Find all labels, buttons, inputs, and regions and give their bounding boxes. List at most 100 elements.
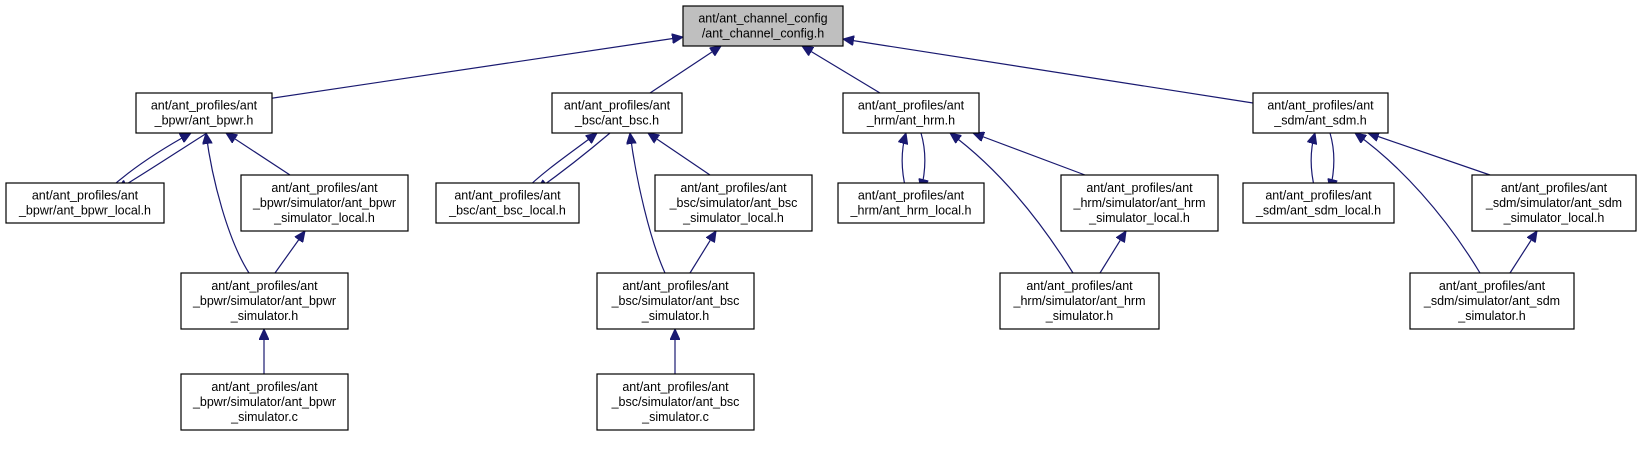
edge-hrm_sim_local-to-hrm	[973, 133, 1086, 176]
edge-sdm-to-root	[843, 39, 1254, 104]
node-label-line: ant/ant_profiles/ant	[858, 189, 965, 203]
node-label-line: _bsc/simulator/ant_bsc	[669, 196, 798, 210]
node-label-line: _hrm/ant_hrm_local.h	[850, 204, 972, 218]
node-bpwr-sim-h[interactable]: ant/ant_profiles/ant_bpwr/simulator/ant_…	[180, 272, 349, 330]
node-label-line: _bpwr/ant_bpwr_local.h	[18, 204, 151, 218]
node-label-line: ant/ant_profiles/ant	[1265, 189, 1372, 203]
node-label-line: _simulator_local.h	[1088, 211, 1190, 225]
edge-bpwr_sim_h-to-bpwr	[206, 133, 250, 274]
node-bsc-sim-local[interactable]: ant/ant_profiles/ant_bsc/simulator/ant_b…	[654, 174, 813, 232]
node-sdm-local[interactable]: ant/ant_profiles/ant_sdm/ant_sdm_local.h	[1242, 182, 1395, 224]
node-box	[1252, 92, 1389, 134]
node-box	[1242, 182, 1395, 224]
node-label-line: _bpwr/simulator/ant_bpwr	[252, 196, 396, 210]
edge-sdm-to-sdm_local	[1330, 132, 1334, 190]
edge-sdm_sim_h-to-sdm	[1355, 133, 1481, 274]
edge-bpwr_sim_h-to-bpwr_sim_local	[274, 231, 305, 274]
node-hrm-sim-local[interactable]: ant/ant_profiles/ant_hrm/simulator/ant_h…	[1060, 174, 1219, 232]
node-bpwr-sim-c[interactable]: ant/ant_profiles/ant_bpwr/simulator/ant_…	[180, 373, 349, 431]
edge-bpwr-to-bpwr_local	[117, 132, 208, 190]
node-label-line: _simulator.h	[230, 309, 298, 323]
node-label-line: ant/ant_profiles/ant	[622, 380, 729, 394]
node-box	[1060, 174, 1219, 232]
edge-bpwr_local-to-bpwr	[107, 133, 191, 191]
node-hrm-sim-h[interactable]: ant/ant_profiles/ant_hrm/simulator/ant_h…	[999, 272, 1160, 330]
node-box	[837, 182, 985, 224]
node-label-line: ant/ant_profiles/ant	[454, 189, 561, 203]
node-label-line: _hrm/ant_hrm.h	[866, 114, 955, 128]
node-box	[596, 373, 755, 431]
edge-sdm_local-to-sdm	[1311, 133, 1315, 191]
node-label-line: ant/ant_profiles/ant	[858, 99, 965, 113]
node-bpwr-local[interactable]: ant/ant_profiles/ant_bpwr/ant_bpwr_local…	[5, 182, 165, 224]
node-sdm-sim-local[interactable]: ant/ant_profiles/ant_sdm/simulator/ant_s…	[1471, 174, 1637, 232]
node-label-line: _simulator.c	[641, 410, 709, 424]
node-label-line: /ant_channel_config.h	[702, 27, 824, 41]
nodes-layer: ant/ant_channel_config/ant_channel_confi…	[5, 5, 1637, 431]
node-label-line: _simulator_local.h	[1503, 211, 1605, 225]
edge-hrm_sim_h-to-hrm_sim_local	[1099, 231, 1126, 274]
node-box	[842, 92, 980, 134]
node-bsc[interactable]: ant/ant_profiles/ant_bsc/ant_bsc.h	[551, 92, 683, 134]
edge-sdm_sim_local-to-sdm	[1368, 133, 1491, 176]
node-hrm-local[interactable]: ant/ant_profiles/ant_hrm/ant_hrm_local.h	[837, 182, 985, 224]
node-box	[596, 272, 755, 330]
node-hrm[interactable]: ant/ant_profiles/ant_hrm/ant_hrm.h	[842, 92, 980, 134]
node-label-line: _simulator_local.h	[682, 211, 784, 225]
node-label-line: _sdm/ant_sdm.h	[1273, 114, 1366, 128]
node-label-line: ant/ant_profiles/ant	[271, 181, 378, 195]
edge-hrm-to-root	[802, 46, 881, 94]
node-box	[180, 373, 349, 431]
node-label-line: _bpwr/ant_bpwr.h	[154, 114, 254, 128]
edge-bpwr-to-root	[252, 37, 683, 102]
node-bpwr[interactable]: ant/ant_profiles/ant_bpwr/ant_bpwr.h	[135, 92, 273, 134]
node-label-line: _bpwr/simulator/ant_bpwr	[192, 395, 336, 409]
node-label-line: _hrm/simulator/ant_hrm	[1013, 294, 1146, 308]
node-label-line: ant/ant_profiles/ant	[564, 99, 671, 113]
node-label-line: _bsc/simulator/ant_bsc	[611, 395, 740, 409]
node-bpwr-sim-local[interactable]: ant/ant_profiles/ant_bpwr/simulator/ant_…	[240, 174, 409, 232]
node-root[interactable]: ant/ant_channel_config/ant_channel_confi…	[682, 5, 844, 47]
edge-hrm-to-hrm_local	[921, 132, 925, 190]
node-box	[551, 92, 683, 134]
node-box	[240, 174, 409, 232]
node-bsc-local[interactable]: ant/ant_profiles/ant_bsc/ant_bsc_local.h	[435, 182, 580, 224]
node-sdm[interactable]: ant/ant_profiles/ant_sdm/ant_sdm.h	[1252, 92, 1389, 134]
node-label-line: ant/ant_profiles/ant	[32, 189, 139, 203]
node-box	[682, 5, 844, 47]
node-label-line: ant/ant_profiles/ant	[680, 181, 787, 195]
edge-bpwr_sim_local-to-bpwr	[226, 133, 291, 176]
node-label-line: _simulator.h	[641, 309, 709, 323]
edge-bsc_sim_local-to-bsc	[648, 133, 711, 176]
edge-hrm_local-to-hrm	[902, 133, 906, 191]
node-label-line: _bsc/ant_bsc_local.h	[448, 204, 566, 218]
node-box	[1471, 174, 1637, 232]
node-bsc-sim-h[interactable]: ant/ant_profiles/ant_bsc/simulator/ant_b…	[596, 272, 755, 330]
node-box	[180, 272, 349, 330]
edge-bsc_sim_h-to-bsc_sim_local	[689, 231, 716, 274]
node-sdm-sim-h[interactable]: ant/ant_profiles/ant_sdm/simulator/ant_s…	[1409, 272, 1575, 330]
node-label-line: ant/ant_profiles/ant	[1439, 279, 1546, 293]
node-label-line: _simulator.h	[1045, 309, 1113, 323]
node-label-line: _bpwr/simulator/ant_bpwr	[192, 294, 336, 308]
edge-bsc_sim_h-to-bsc	[630, 133, 666, 274]
node-bsc-sim-c[interactable]: ant/ant_profiles/ant_bsc/simulator/ant_b…	[596, 373, 755, 431]
node-box	[135, 92, 273, 134]
node-label-line: ant/ant_profiles/ant	[1501, 181, 1608, 195]
edge-hrm_sim_h-to-hrm	[950, 133, 1074, 274]
node-box	[654, 174, 813, 232]
node-label-line: ant/ant_profiles/ant	[1026, 279, 1133, 293]
node-box	[999, 272, 1160, 330]
edge-bsc-to-bsc_local	[537, 132, 611, 190]
node-box	[435, 182, 580, 224]
node-label-line: _simulator.h	[1457, 309, 1525, 323]
edge-sdm_sim_h-to-sdm_sim_local	[1509, 231, 1537, 274]
node-label-line: ant/ant_profiles/ant	[211, 279, 318, 293]
node-label-line: _sdm/ant_sdm_local.h	[1255, 204, 1381, 218]
node-box	[1409, 272, 1575, 330]
node-label-line: ant/ant_profiles/ant	[1086, 181, 1193, 195]
node-label-line: _sdm/simulator/ant_sdm	[1485, 196, 1622, 210]
node-label-line: ant/ant_profiles/ant	[622, 279, 729, 293]
node-label-line: ant/ant_profiles/ant	[151, 99, 258, 113]
